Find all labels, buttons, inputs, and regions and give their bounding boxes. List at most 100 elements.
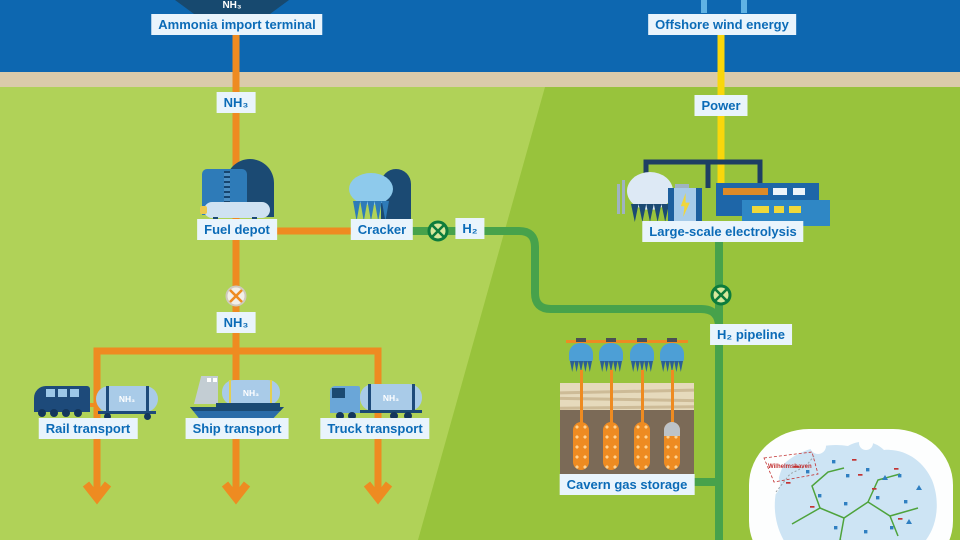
cavern-gas-storage-icon (559, 338, 695, 478)
bore-pipe (609, 370, 613, 426)
loco-window (46, 389, 55, 397)
ship-arrow-icon (221, 481, 251, 505)
cab-window (332, 388, 345, 398)
valve-green-cracker-icon (427, 220, 449, 242)
tank-seam (270, 380, 272, 405)
lightning-bolt-icon (680, 193, 690, 217)
wellhead-nub (576, 338, 586, 342)
ship-deck (216, 403, 280, 408)
tank-seam (106, 386, 109, 412)
loco-wheel (38, 409, 46, 417)
wellhead-nub (606, 338, 616, 342)
coupler (90, 403, 96, 407)
wellhead-manifold-line (566, 340, 688, 343)
wellhead-dome-icon (630, 343, 654, 362)
tank-seam (146, 386, 149, 412)
cracker-icon (349, 163, 415, 225)
region-map: Wilhelmshaven (748, 428, 954, 540)
ship-gunwale (190, 407, 284, 411)
rail-car-frame (98, 411, 156, 414)
rail-arrow-icon (82, 481, 112, 505)
nh3-branch-label: NH₃ (216, 312, 256, 333)
depot-horizontal-tank (204, 202, 270, 218)
nh3-import-label: NH₃ (216, 92, 256, 113)
loco-window (58, 389, 67, 397)
building-stripe-yellow (789, 206, 801, 213)
electrolysis-sphere (627, 172, 673, 210)
rail-tank-car: NH₃ (96, 386, 158, 412)
rail-tank-nh3-text: NH₃ (118, 394, 136, 404)
truck-wheel (336, 412, 344, 420)
fuel-depot-icon (200, 153, 296, 225)
wellhead-teeth (600, 361, 622, 372)
wellhead-nub (637, 338, 647, 342)
rail-transport-icon: NH₃ (32, 374, 164, 420)
fuel-depot-label: Fuel depot (197, 219, 277, 240)
building-stripe-white (773, 188, 787, 195)
salt-cavern (634, 422, 650, 470)
cracker-h2-pipe (410, 227, 723, 328)
cracker-sphere (349, 173, 393, 205)
wellhead-teeth (661, 361, 683, 372)
bore-pipe (670, 370, 674, 426)
trailer-frame (360, 410, 422, 413)
tank-seam (229, 380, 231, 405)
car-wheel (104, 413, 111, 420)
car-wheel (144, 413, 151, 420)
ship-nh3-text: NH₃ (222, 0, 242, 11)
cracker-label: Cracker (350, 219, 414, 240)
electrolyser-stack (668, 188, 702, 222)
h2-label: H₂ (455, 218, 485, 239)
salt-cavern (573, 422, 589, 470)
h2-pipeline-label: H₂ pipeline (710, 324, 792, 345)
wellhead-dome-icon (599, 343, 623, 362)
truck-transport-icon: NH₃ (328, 378, 430, 420)
building-stripe-yellow (752, 206, 769, 213)
large-scale-electrolysis-label: Large-scale electrolysis (642, 221, 804, 242)
truck-wheel (348, 412, 356, 420)
wellhead-dome-icon (569, 343, 593, 362)
map-city-label: Wilhelmshaven (768, 464, 812, 470)
ship-transport-icon: NH₃ (184, 370, 292, 420)
truck-cab (330, 386, 360, 413)
power-label: Power (694, 95, 748, 116)
depot-tank-cap (200, 206, 207, 214)
tank-seam (412, 384, 415, 411)
ship-window (213, 378, 217, 382)
truck-wheel (390, 412, 398, 420)
sphere-side-pipe (617, 184, 620, 214)
tank-seam (368, 384, 371, 411)
stack-side (696, 188, 702, 222)
electrolysis-icon (615, 148, 833, 226)
sea-sky-band (0, 0, 960, 72)
salt-cavern (603, 422, 619, 470)
bore-pipe (579, 370, 583, 426)
region-map-details: Wilhelmshaven (752, 436, 937, 540)
truck-tank-trailer: NH₃ (360, 384, 422, 411)
sphere-side-pipe (622, 180, 625, 214)
loco-wheel (74, 409, 82, 417)
rail-transport-label: Rail transport (38, 418, 138, 439)
depot-ladder (224, 171, 230, 213)
building-stripe-white (793, 188, 805, 195)
truck-arrow-icon (363, 481, 393, 505)
wellhead-teeth (570, 361, 592, 372)
loco-wheel (50, 409, 58, 417)
wellhead-dome-icon (660, 343, 684, 362)
truck-transport-label: Truck transport (320, 418, 430, 439)
stack-cap (675, 184, 689, 189)
bore-pipe (640, 370, 644, 426)
ammonia-import-terminal-label: Ammonia import terminal (151, 14, 323, 35)
valve-green-pipeline-icon (710, 284, 732, 306)
loco-window (70, 389, 79, 397)
ship-window (207, 378, 211, 382)
building-stripe-yellow (774, 206, 784, 213)
wellhead-nub (667, 338, 677, 342)
ship-tank-nh3-text: NH₃ (242, 388, 260, 398)
region-map-graphic: Wilhelmshaven (749, 429, 953, 540)
cavern-gas-storage-label: Cavern gas storage (559, 474, 695, 495)
valve-orange-ammonia-icon (225, 285, 247, 307)
truck-wheel (404, 412, 412, 420)
ship-hull (190, 407, 284, 420)
